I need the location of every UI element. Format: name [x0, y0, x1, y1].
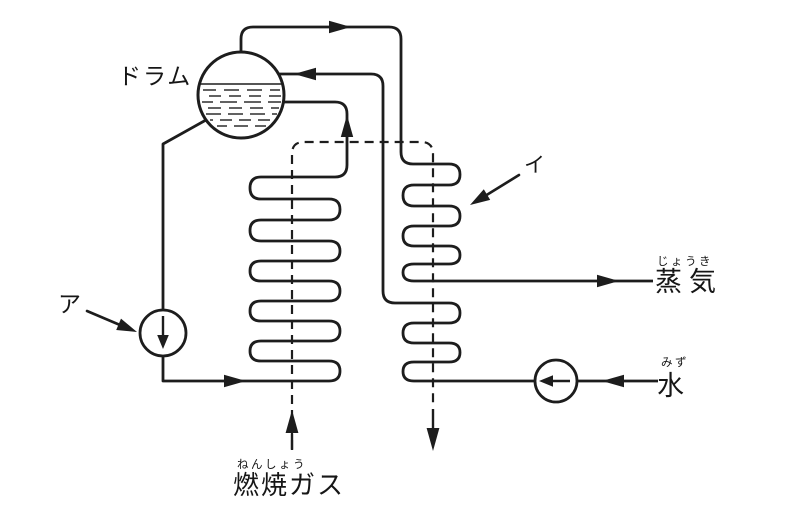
- pointer-i-label: イ: [524, 153, 545, 177]
- pump-a-down-arrow-icon: [157, 335, 169, 349]
- water-label: 水: [657, 371, 691, 402]
- gas-outlet-down-arrow-icon: [426, 428, 440, 451]
- combustion-gas-dashed-path: [290, 140, 435, 449]
- bottom-feed-right-arrow-icon: [224, 374, 246, 388]
- pointer-a-arrow-icon: [116, 318, 137, 332]
- riser-up-arrow-icon: [340, 115, 354, 137]
- feedwater-economizer-pipe: [279, 72, 535, 383]
- steam-top-right-arrow-icon: [329, 20, 351, 34]
- evaporator-coil-pipe: [161, 100, 349, 383]
- economizer-to-drum-left-arrow-icon: [294, 67, 316, 81]
- combustion-gas-furigana: ねんしょう: [237, 457, 307, 471]
- steam-label: 蒸気: [655, 267, 723, 298]
- drum-label: ドラム: [118, 64, 192, 90]
- drum-to-superheater-steam-pipe: [239, 25, 653, 283]
- combustion-gas-label: 燃焼ガス: [233, 471, 345, 501]
- pointer-i-arrow-icon: [470, 189, 491, 205]
- pointer-a-leader-line: [85, 309, 122, 327]
- downcomer-pipe: [161, 118, 207, 310]
- gas-inlet-up-arrow-icon: [285, 410, 299, 433]
- pointer-i-leader-line: [483, 173, 521, 198]
- drum-circle: [196, 50, 286, 140]
- pointer-a-label: ア: [58, 292, 83, 318]
- steam-furigana: じょうき: [657, 254, 713, 268]
- feed-pump-left-arrow-icon: [539, 375, 553, 387]
- water-furigana: みず: [661, 355, 689, 369]
- drum-water-hatch: [201, 89, 281, 127]
- water-inlet-left-arrow-icon: [602, 374, 624, 388]
- steam-outlet-right-arrow-icon: [597, 274, 619, 288]
